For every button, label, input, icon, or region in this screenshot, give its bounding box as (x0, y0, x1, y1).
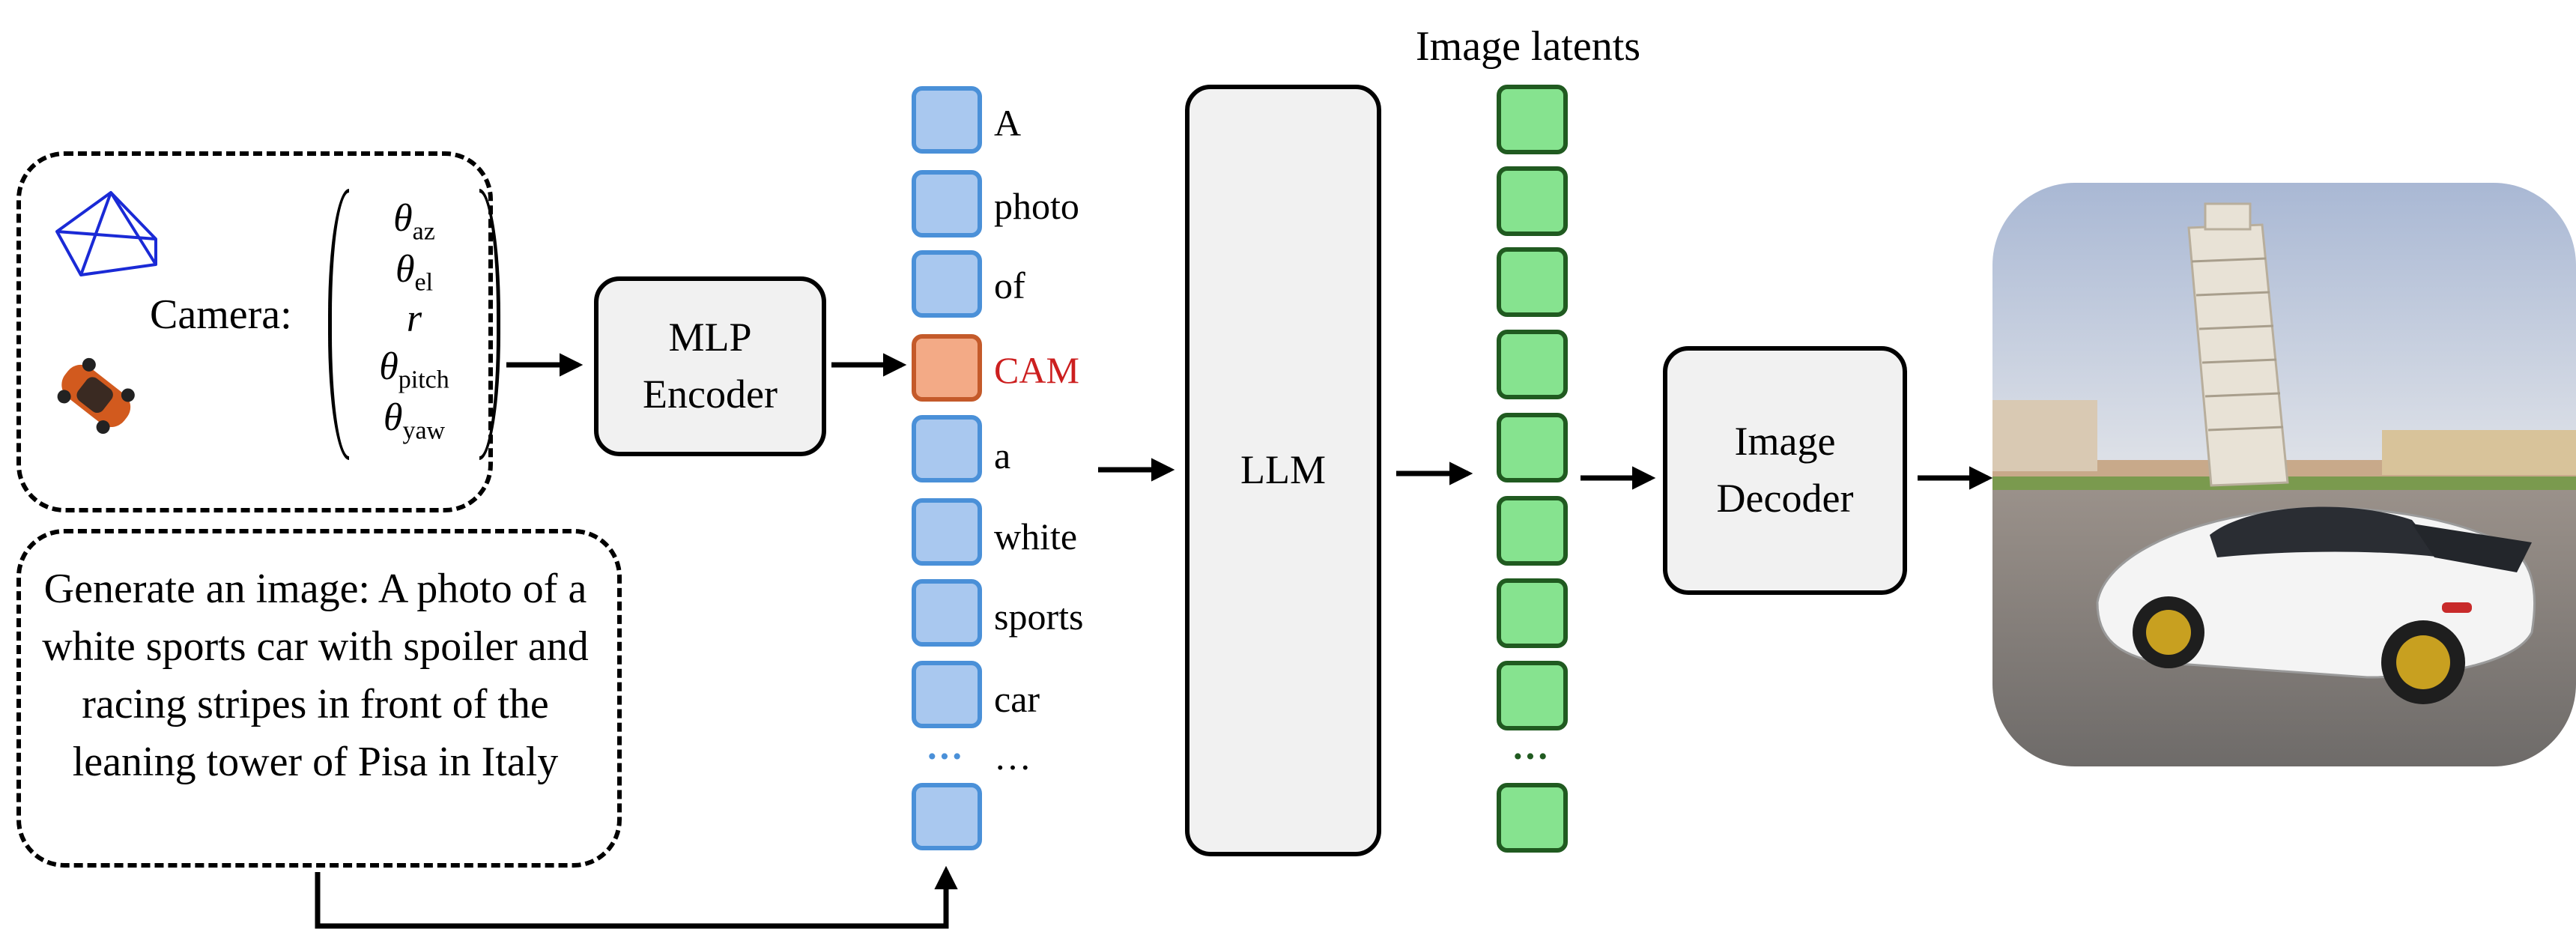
token-a-2 (912, 415, 982, 482)
token-white (912, 498, 982, 566)
arrow-prompt-to-tokens (315, 865, 958, 929)
mlp-encoder-box: MLP Encoder (594, 276, 826, 456)
camera-input-group (16, 151, 493, 512)
car-illustration (2096, 506, 2536, 704)
token-cam (912, 334, 982, 402)
token-word-ellipsis: … (994, 736, 1031, 778)
latent-last (1497, 783, 1568, 853)
latent-column-dots: ··· (1512, 735, 1550, 777)
token-sports (912, 579, 982, 647)
token-word-of: of (994, 264, 1025, 306)
image-decoder-line1: Image (1734, 419, 1836, 465)
camera-label: Camera: (150, 291, 292, 338)
token-car (912, 661, 982, 728)
token-word-white: white (994, 515, 1078, 557)
prompt-text: Generate an image: A photo of a white sp… (42, 566, 589, 785)
token-photo (912, 170, 982, 237)
token-last (912, 783, 982, 850)
token-of (912, 250, 982, 318)
token-column-dots: ··· (926, 735, 964, 777)
token-word-cam: CAM (994, 349, 1079, 391)
latent-5 (1497, 413, 1568, 482)
token-a (912, 86, 982, 154)
camera-frustum-icon (55, 191, 157, 276)
token-word-a-2: a (994, 435, 1011, 476)
param-elevation: θel (395, 248, 434, 297)
token-word-a: A (994, 102, 1022, 144)
llm-box: LLM (1185, 85, 1381, 856)
latent-2 (1497, 166, 1568, 236)
camera-parameter-vector: θaz θel r θpitch θyaw (328, 189, 500, 460)
tower-illustration (2187, 202, 2289, 487)
mlp-encoder-line1: MLP (668, 315, 752, 360)
image-decoder-line2: Decoder (1716, 476, 1854, 521)
generated-output-image (1992, 183, 2576, 766)
param-yaw: θyaw (383, 396, 446, 445)
token-word-photo: photo (994, 185, 1079, 227)
latent-4 (1497, 330, 1568, 399)
param-pitch: θpitch (379, 345, 449, 394)
param-azimuth: θaz (393, 197, 435, 246)
latent-6 (1497, 496, 1568, 566)
image-latents-title: Image latents (1416, 23, 1641, 70)
latent-7 (1497, 578, 1568, 648)
mlp-encoder-line2: Encoder (643, 372, 778, 417)
car-icon (57, 357, 135, 435)
latent-3 (1497, 247, 1568, 317)
param-radius: r (406, 297, 422, 340)
llm-label: LLM (1240, 447, 1326, 493)
latent-8 (1497, 661, 1568, 730)
token-word-car: car (994, 678, 1040, 720)
prompt-input-group (16, 529, 622, 868)
latent-1 (1497, 85, 1568, 154)
token-word-sports: sports (994, 596, 1084, 638)
